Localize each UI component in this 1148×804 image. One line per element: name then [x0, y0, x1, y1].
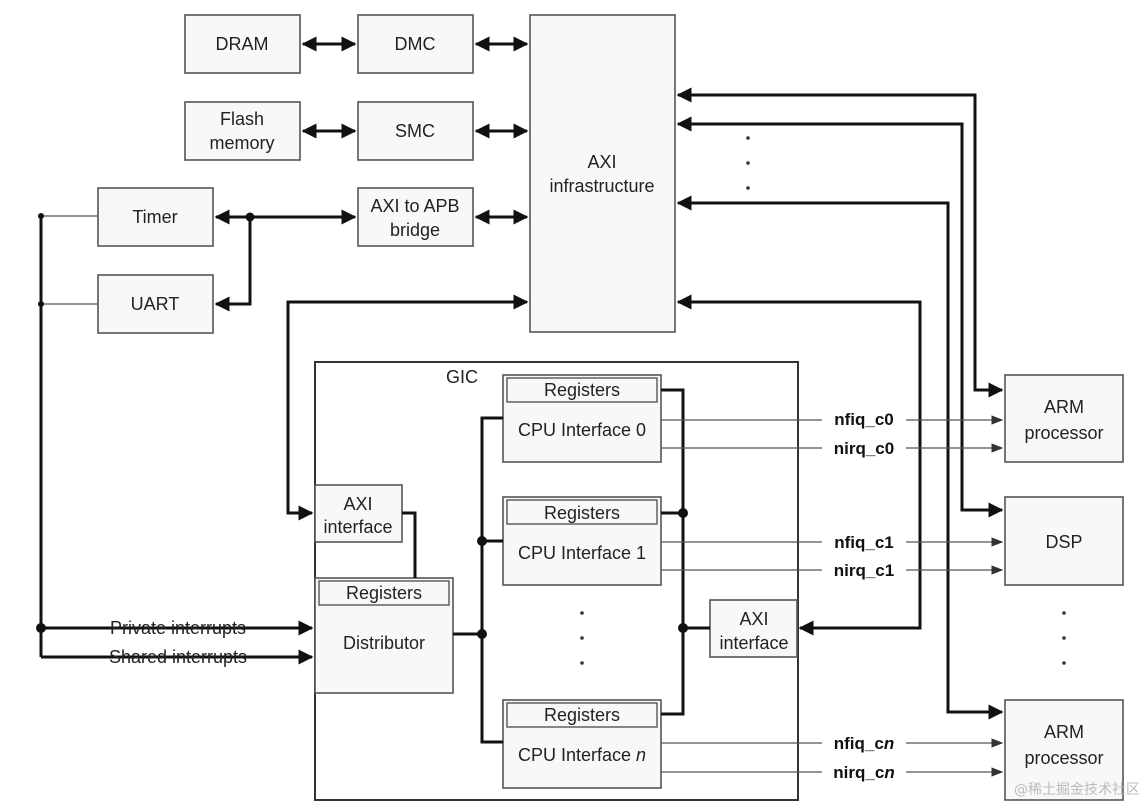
nfiq-cn-suffix: n — [884, 734, 894, 753]
cpu1-registers-label: Registers — [544, 503, 620, 523]
arm0-label-line2: processor — [1024, 423, 1103, 443]
watermark-text: @稀土掘金技术社区 — [1014, 782, 1140, 798]
dram-label: DRAM — [216, 34, 269, 54]
flash-memory-block: Flash memory — [184, 101, 301, 161]
cpu1-registers — [506, 499, 658, 525]
ellipsis-dots — [580, 136, 1066, 665]
cpu1-label: CPU Interface 1 — [518, 543, 646, 563]
signal-labels: nfiq_c0 nirq_c0 nfiq_c1 nirq_c1 nfiq_cn … — [822, 408, 906, 783]
cpu0-registers-label: Registers — [544, 380, 620, 400]
flash-label-line1: Flash — [220, 109, 264, 129]
cpu-interface-1-block: Registers CPU Interface 1 — [502, 496, 662, 586]
axi-to-apb-bridge-block: AXI to APB bridge — [357, 187, 474, 247]
dsp-block: DSP — [1004, 496, 1124, 586]
smc-label: SMC — [395, 121, 435, 141]
smc-block: SMC — [357, 101, 474, 161]
nirq-cn-prefix: nirq_c — [833, 763, 884, 782]
gic-axi-right-line2: interface — [719, 633, 788, 653]
cpu0-label: CPU Interface 0 — [518, 420, 646, 440]
apb-label-line2: bridge — [390, 220, 440, 240]
apb-label-line1: AXI to APB — [370, 196, 459, 216]
nirq-c0-label: nirq_c0 — [834, 439, 894, 458]
distributor-label: Distributor — [343, 633, 425, 653]
cpu-interface-n-block: Registers CPU Interface n — [502, 699, 662, 789]
gic-axi-right-line1: AXI — [739, 609, 768, 629]
axi-infrastructure-block: AXI infrastructure — [529, 14, 676, 333]
gic-title: GIC — [446, 367, 478, 387]
nirq-cn-label: nirq_cn — [833, 763, 894, 782]
cpu-interface-0-block: Registers CPU Interface 0 — [502, 374, 662, 463]
armn-label-line1: ARM — [1044, 722, 1084, 742]
gic-axi-left-line1: AXI — [343, 494, 372, 514]
nirq-cn-suffix: n — [884, 763, 894, 782]
nfiq-c0-label: nfiq_c0 — [834, 410, 894, 429]
distributor-registers-label: Registers — [346, 583, 422, 603]
cpun-registers-label: Registers — [544, 705, 620, 725]
uart-label: UART — [131, 294, 180, 314]
cpun-label-prefix: CPU Interface — [518, 745, 636, 765]
axi-infra-label-line2: infrastructure — [549, 176, 654, 196]
distributor-block: Registers Distributor — [314, 577, 454, 694]
axi-infra-label-line1: AXI — [587, 152, 616, 172]
cpun-label-suffix: n — [636, 745, 646, 765]
gic-axi-interface-right: AXI interface — [709, 599, 798, 658]
bus-connections — [39, 36, 1004, 744]
uart-block: UART — [97, 274, 214, 334]
timer-block: Timer — [97, 187, 214, 247]
cpun-label: CPU Interface n — [518, 745, 646, 765]
shared-interrupts-label: Shared interrupts — [109, 647, 247, 667]
gic-axi-interface-left: AXI interface — [314, 484, 403, 543]
timer-label: Timer — [132, 207, 177, 227]
flash-label-line2: memory — [209, 133, 274, 153]
private-interrupts-label: Private interrupts — [110, 618, 246, 638]
arm0-label-line1: ARM — [1044, 397, 1084, 417]
nfiq-c1-label: nfiq_c1 — [834, 533, 894, 552]
dsp-label: DSP — [1045, 532, 1082, 552]
arm-processor-0-block: ARM processor — [1004, 374, 1124, 463]
nirq-c1-label: nirq_c1 — [834, 561, 894, 580]
nfiq-cn-label: nfiq_cn — [834, 734, 894, 753]
gic-axi-left-line2: interface — [323, 517, 392, 537]
junction-dots — [36, 212, 688, 639]
dram-block: DRAM — [184, 14, 301, 74]
cpun-registers — [506, 702, 658, 728]
distributor-registers — [318, 580, 450, 606]
armn-label-line2: processor — [1024, 748, 1103, 768]
dmc-label: DMC — [395, 34, 436, 54]
dmc-block: DMC — [357, 14, 474, 74]
arm-processor-n-block: ARM processor — [1004, 699, 1124, 801]
nfiq-cn-prefix: nfiq_c — [834, 734, 884, 753]
